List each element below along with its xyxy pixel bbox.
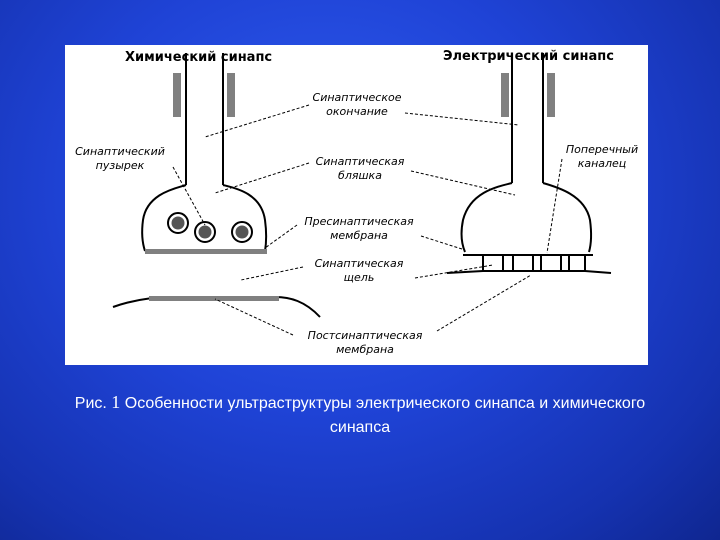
title-electrical-synapse: Электрический синапс (443, 49, 614, 64)
label-plaque-2: бляшка (338, 169, 382, 182)
caption-text-1: Особенности ультраструктуры электрическо… (124, 395, 646, 412)
label-cleft-1: Синаптическая (315, 257, 404, 270)
elec-axon-wall-left (501, 73, 509, 117)
elec-terminal-outline-right (542, 182, 593, 253)
channel-3 (540, 254, 562, 272)
label-cleft-2: щель (344, 271, 375, 284)
leader-plaque-right (410, 170, 516, 196)
chem-axon-wall-left (173, 73, 181, 117)
leader-presyn-right (420, 235, 466, 251)
synapse-diagram: Химический синапс Электрический синапс (75, 49, 638, 356)
label-channel-1: Поперечный (566, 143, 638, 156)
vesicle-1-core (171, 216, 185, 230)
leader-lines (172, 104, 563, 336)
chem-postsynaptic-membrane (149, 296, 279, 301)
leader-postsyn-right (436, 274, 532, 332)
electrical-synapse-drawing (446, 53, 612, 274)
synapse-figure: Химический синапс Электрический синапс (65, 45, 648, 365)
diagram-labels: Синаптическое окончание Синаптический пу… (75, 91, 638, 356)
leader-presyn-left (264, 224, 298, 249)
chem-presynaptic-membrane (145, 249, 267, 254)
synaptic-vesicles (167, 212, 253, 243)
chemical-synapse-drawing (112, 53, 321, 318)
caption-line-2: синапса (329, 419, 391, 436)
leader-vesicle (172, 166, 206, 226)
channel-2 (512, 254, 534, 272)
channel-4 (568, 254, 586, 272)
chem-terminal-outline-left (141, 184, 187, 252)
vesicle-2-core (198, 225, 212, 239)
caption-prefix: Рис. (74, 395, 107, 412)
label-channel-2: каналец (578, 157, 627, 170)
title-chemical-synapse: Химический синапс (125, 50, 272, 65)
gap-junction-channels (482, 254, 586, 272)
label-terminal-2: окончание (326, 105, 388, 118)
leader-terminal-right (404, 112, 520, 126)
label-postsynaptic-2: мембрана (336, 343, 394, 356)
channel-1 (482, 254, 504, 272)
label-vesicle-1: Синаптический (75, 145, 165, 158)
label-postsynaptic-1: Постсинаптическая (308, 329, 423, 342)
label-presynaptic-1: Пресинаптическая (304, 215, 414, 228)
chem-axon-wall-right (227, 73, 235, 117)
elec-terminal-outline-left (460, 182, 513, 253)
label-plaque-1: Синаптическая (316, 155, 405, 168)
leader-plaque-left (214, 162, 310, 194)
figure-caption: Рис. 1 Особенности ультраструктуры элект… (40, 390, 680, 440)
vesicle-3-core (235, 225, 249, 239)
elec-axon-wall-right (547, 73, 555, 117)
label-terminal-1: Синаптическое (313, 91, 402, 104)
leader-terminal-left (204, 104, 310, 138)
leader-cleft-left (240, 266, 304, 281)
elec-postsynaptic-membrane (446, 270, 612, 274)
caption-line-1: Рис. 1 Особенности ультраструктуры элект… (40, 390, 680, 416)
leader-postsyn-left (214, 298, 294, 336)
chem-terminal-outline-right (222, 184, 268, 252)
caption-number: 1 (111, 392, 121, 412)
leader-cleft-right (414, 264, 494, 279)
leader-channel (546, 158, 563, 254)
label-presynaptic-2: мембрана (330, 229, 388, 242)
label-vesicle-2: пузырек (96, 159, 145, 172)
